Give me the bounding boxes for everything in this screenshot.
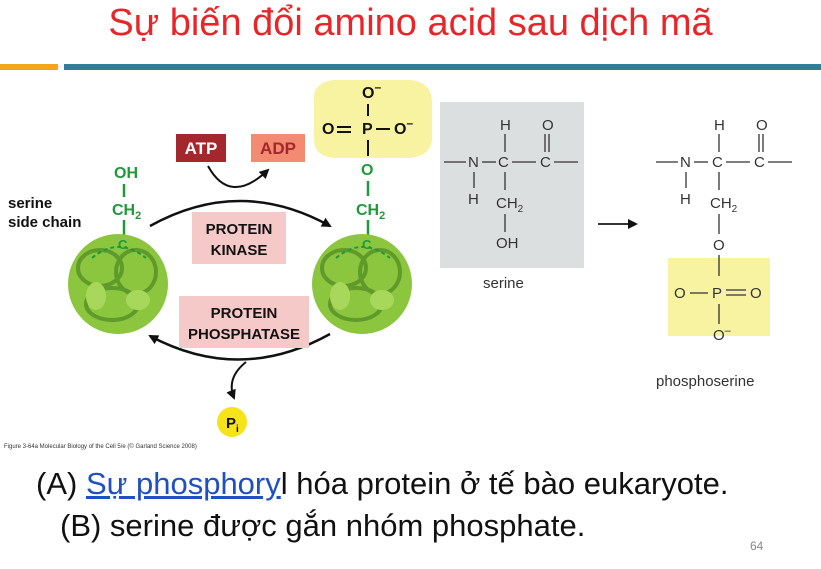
pi-circle (217, 407, 247, 437)
svg-text:O: O (542, 117, 554, 134)
svg-text:C: C (754, 154, 765, 171)
left-c: C (118, 237, 128, 252)
panel-b: H O N C C H CH2 OH serine H O (440, 102, 792, 390)
caption-a: (A) Sự phosphoryl hóa protein ở tế bào e… (36, 466, 728, 502)
atp-box (176, 134, 226, 162)
left-oh: OH (114, 165, 138, 182)
svg-text:H: H (500, 117, 511, 134)
atp-adp-arrow (207, 165, 270, 188)
phosphoserine-label: phosphoserine (656, 373, 754, 390)
pi-label: Pi (226, 415, 239, 435)
serine-label: serine (483, 275, 524, 292)
svg-text:H: H (680, 191, 691, 208)
svg-text:H: H (714, 117, 725, 134)
right-c: C (362, 237, 372, 252)
left-ch2: CH2 (112, 202, 141, 222)
svg-text:O: O (674, 285, 686, 302)
svg-text:H: H (468, 191, 479, 208)
svg-text:C: C (712, 154, 723, 171)
svg-text:O–: O– (713, 325, 732, 344)
title-rule-teal (64, 64, 821, 70)
kinase-arrow (149, 199, 332, 228)
left-protein: C (68, 234, 168, 334)
svg-text:C: C (540, 154, 551, 171)
phos-top-o: O– (362, 80, 381, 102)
svg-text:C: C (498, 154, 509, 171)
svg-text:N: N (468, 154, 479, 171)
caption-b: (B) serine được gắn nhóm phosphate. (60, 508, 586, 543)
right-o: O (361, 162, 373, 179)
svg-text:OH: OH (496, 235, 519, 252)
svg-text:CH2: CH2 (710, 195, 738, 215)
caption-a-rest: l hóa protein ở tế bào eukaryote. (280, 466, 729, 501)
phosphatase-line1: PROTEIN (211, 305, 278, 322)
title-rule-orange (0, 64, 58, 70)
kinase-line2: KINASE (211, 242, 268, 259)
serine-panel (440, 102, 584, 268)
adp-label: ADP (260, 139, 296, 158)
svg-text:O: O (713, 237, 725, 254)
adp-box (251, 134, 305, 162)
figure-credit: Figure 3-64a Molecular Biology of the Ce… (4, 443, 197, 450)
serine-structure: H O N C C H CH2 OH (444, 117, 578, 252)
svg-text:O: O (756, 117, 768, 134)
phosphoserine-structure: H O N C C H CH2 O O P O O– (656, 117, 792, 344)
serine-label-line1: serine (8, 195, 52, 212)
phosphatase-box (179, 296, 309, 348)
svg-text:O: O (750, 285, 762, 302)
phos-p: P (362, 121, 373, 138)
caption-a-link[interactable]: Sự phosphory (85, 466, 281, 501)
svg-text:N: N (680, 154, 691, 171)
panel-a: serine side chain OH CH2 C O– O P O– O (4, 80, 432, 450)
right-ch2: CH2 (356, 202, 385, 222)
slide-title: Sự biến đổi amino acid sau dịch mã (108, 2, 713, 44)
phos-right-o: O– (394, 116, 413, 138)
caption-a-prefix: (A) (36, 466, 86, 501)
kinase-line1: PROTEIN (206, 221, 273, 238)
phos-left-o: O (322, 121, 334, 138)
phosphate-highlight (313, 80, 432, 158)
atp-label: ATP (185, 139, 218, 158)
page-number: 64 (750, 539, 764, 553)
phosphorylation-figure: serine side chain OH CH2 C O– O P O– O (4, 80, 792, 450)
serine-label-line2: side chain (8, 214, 81, 231)
kinase-box (192, 212, 286, 264)
svg-text:P: P (712, 285, 722, 302)
pi-arrow (226, 361, 247, 400)
svg-text:CH2: CH2 (496, 195, 524, 215)
right-protein: C (312, 234, 412, 334)
phosphatase-line2: PHOSPHATASE (188, 326, 300, 343)
